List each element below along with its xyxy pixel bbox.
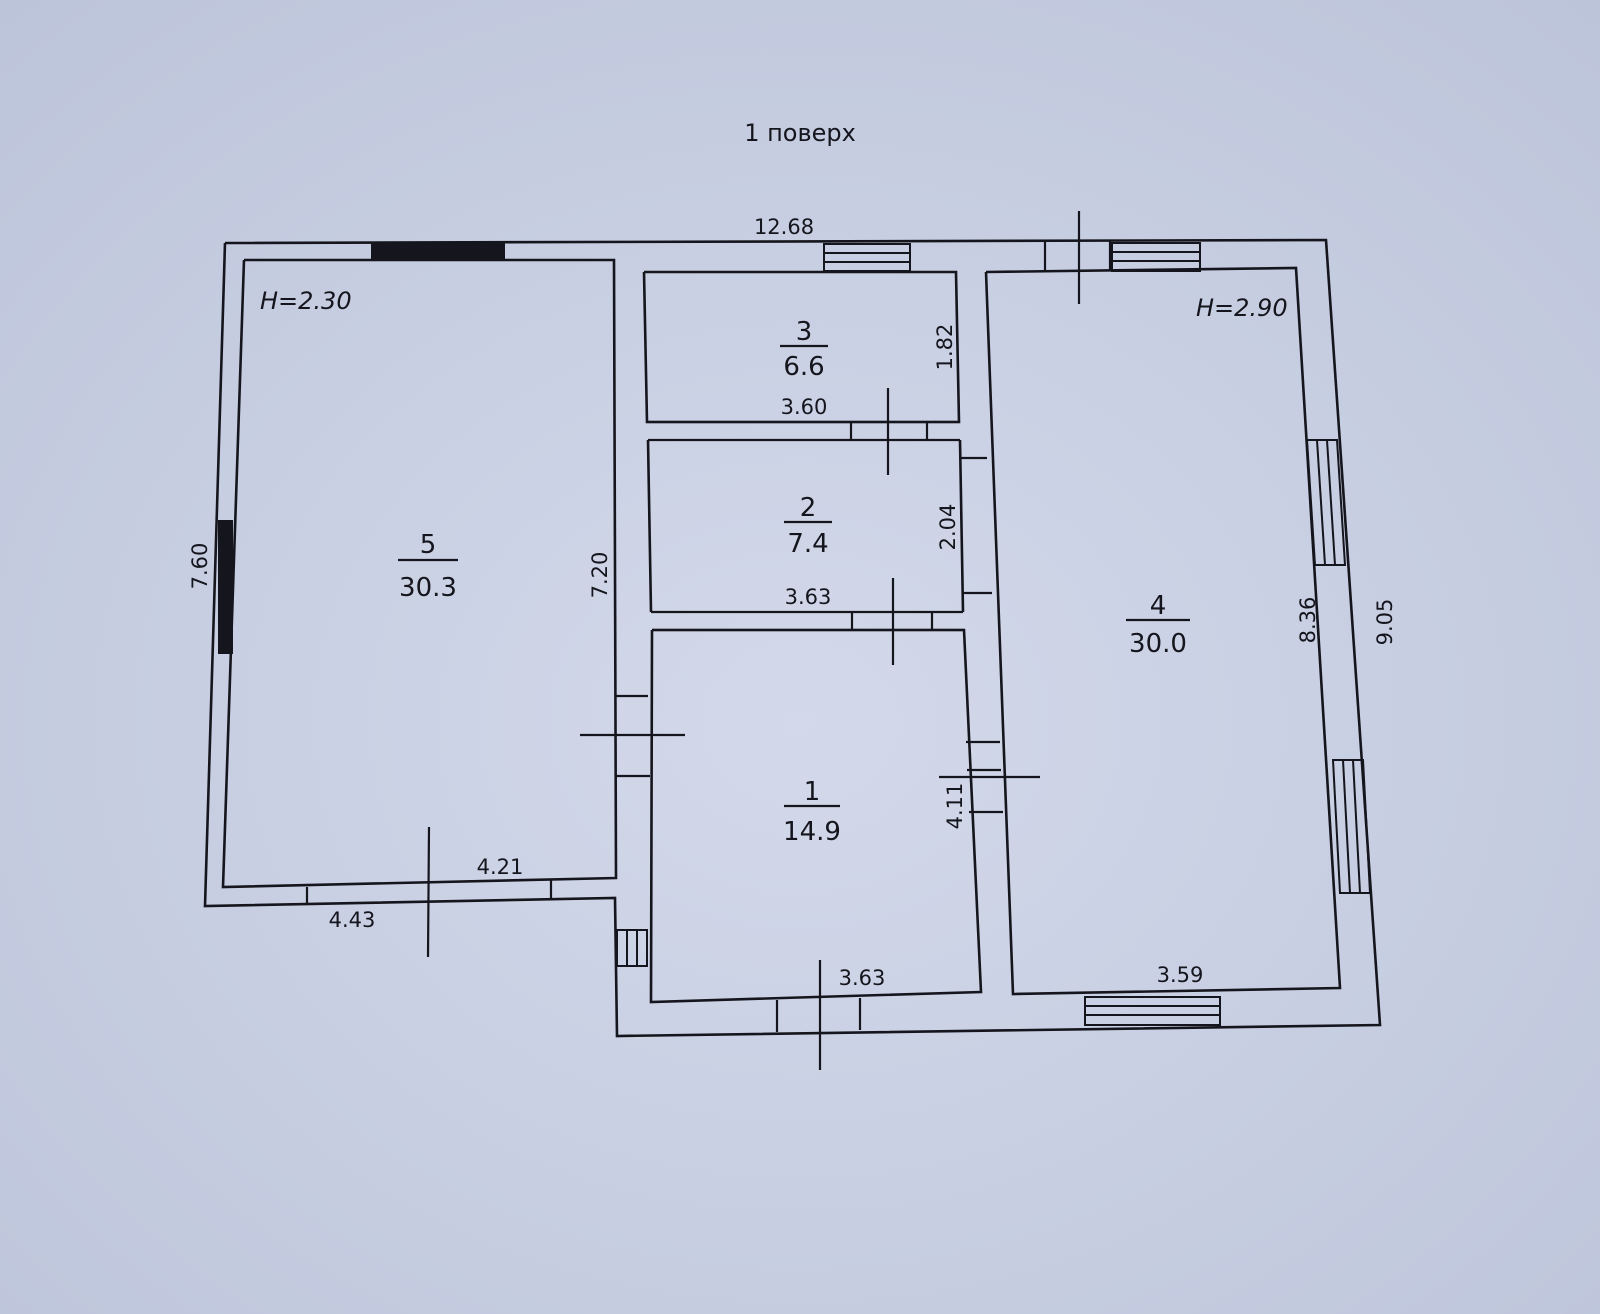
dim-room3-width: 3.60 [781, 395, 828, 419]
room-4-area: 30.0 [1129, 629, 1187, 659]
dim-right-total: 9.05 [1373, 599, 1397, 646]
room-3-area: 6.6 [783, 352, 824, 382]
room-label-4: 4 30.0 [1126, 591, 1190, 659]
dim-room3-height: 1.82 [933, 324, 957, 371]
dim-left-outer: 7.60 [188, 543, 212, 590]
dim-room5-height: 7.20 [588, 552, 612, 599]
dim-room5-width: 4.21 [477, 855, 524, 879]
dim-room1-width: 3.63 [839, 966, 886, 990]
room-label-3: 3 6.6 [780, 317, 828, 382]
dim-room4-height: 8.36 [1296, 597, 1320, 644]
dim-room2-width: 3.63 [785, 585, 832, 609]
room-5-area: 30.3 [399, 573, 457, 603]
dimension-labels: 12.68 3.60 1.82 3.63 2.04 4.11 3.63 3.59… [188, 215, 1397, 990]
ceiling-height-left: H=2.30 [260, 287, 352, 315]
room-label-2: 2 7.4 [784, 493, 832, 559]
openings [305, 241, 1112, 1032]
room-5-walls [218, 242, 618, 889]
room-4-walls [984, 242, 1372, 1026]
ceiling-height-right: H=2.90 [1196, 294, 1288, 322]
dim-left-bottom: 4.43 [329, 908, 376, 932]
section-marks [426, 211, 1081, 1070]
dim-room1-height: 4.11 [943, 783, 967, 830]
plan-title: 1 поверх [744, 119, 856, 147]
room-4-number: 4 [1150, 591, 1167, 621]
room-1-number: 1 [804, 777, 821, 807]
dim-room2-height: 2.04 [936, 504, 960, 551]
exterior-walls [203, 238, 1382, 1038]
room-1-area: 14.9 [783, 817, 841, 847]
room-5-number: 5 [420, 530, 437, 560]
room-2-number: 2 [800, 493, 817, 523]
room-label-1: 1 14.9 [783, 777, 841, 847]
dim-room4-width: 3.59 [1157, 963, 1204, 987]
room-3-number: 3 [796, 317, 813, 347]
room-2-area: 7.4 [787, 529, 828, 559]
room-label-5: 5 30.3 [398, 530, 458, 603]
dim-top-total: 12.68 [754, 215, 814, 239]
